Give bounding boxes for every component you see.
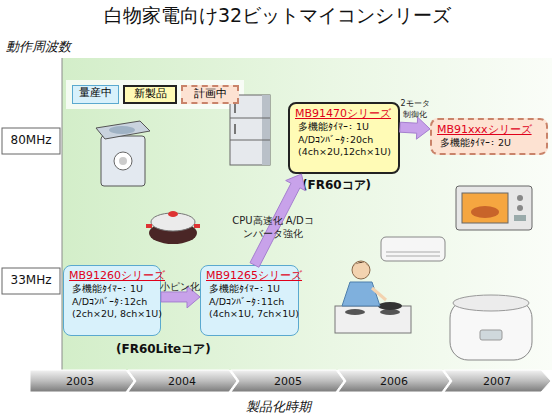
stove-burner [345, 309, 365, 315]
legend-swatch: 計画中 [181, 85, 239, 104]
series-name: MB91260シリーズ [69, 269, 155, 283]
woman-head [352, 261, 370, 279]
legend-backdrop [66, 80, 244, 109]
timeline-segment [338, 370, 450, 392]
cooker-display [480, 330, 502, 340]
ac-vent [386, 252, 440, 253]
axis-title: 製品化時期 [228, 398, 328, 416]
series-box: MB91470シリーズ多機能ﾀｲﾏｰ： 1UA/Dｺﾝﾊﾞｰﾀ：20ch(4ch… [288, 102, 400, 174]
oven-panel [514, 215, 526, 221]
washing-machine [96, 121, 150, 186]
cooker-lid [453, 295, 529, 311]
stove [335, 306, 411, 333]
refrigerator [230, 95, 270, 165]
axis-title: 動作周波数 [6, 38, 71, 56]
legend-text: 量産中 [79, 86, 112, 99]
spec-line: (4ch×2U,12ch×1U) [295, 146, 393, 159]
machine-dial [114, 152, 132, 170]
frequency-tick: 80MHz [2, 133, 60, 147]
woman-hair [352, 262, 370, 268]
legend-text: 新製品 [134, 87, 167, 100]
pot-handle [146, 224, 152, 228]
woman-arm [372, 288, 386, 300]
axis-tick-box [2, 128, 60, 154]
edge-label: CPU高速化 A/Dコンバータ強化 [230, 214, 316, 240]
core-label: (FR60コア) [302, 177, 371, 194]
timeline-segment [444, 370, 551, 392]
machine-dial [119, 157, 127, 165]
pot-knob [168, 211, 178, 217]
cooking-pot [146, 211, 200, 244]
series-name: MB91470シリーズ [295, 107, 393, 121]
cooking-woman [335, 261, 411, 333]
oven-button [517, 195, 523, 201]
background-panel [62, 58, 552, 370]
year-label: 2007 [472, 375, 522, 388]
series-name: MB91xxxシリーズ [437, 123, 541, 137]
progress-arrow [400, 117, 430, 139]
core-label: (FR60Liteコア) [116, 341, 211, 358]
legend-swatch: 新製品 [123, 85, 177, 104]
timeline-segment [231, 370, 344, 392]
microwave-oven [456, 186, 532, 230]
axis-tick-box [2, 268, 60, 294]
machine-body [101, 136, 145, 186]
woman-body [342, 282, 380, 306]
fridge-body [230, 95, 270, 165]
edge-label: 2モータ 制御化 [398, 98, 432, 120]
series-box: MB91xxxシリーズ多機能ﾀｲﾏｰ： 2U [430, 118, 548, 155]
ac-body [381, 237, 445, 261]
fridge-door-line [230, 140, 270, 141]
pot-handle [194, 224, 200, 228]
year-label: 2004 [157, 375, 207, 388]
frequency-tick: 33MHz [2, 273, 60, 287]
series-name: MB91265シリーズ [206, 269, 293, 283]
spec-line: A/Dｺﾝﾊﾞｰﾀ：20ch [295, 134, 393, 147]
spec-line: A/Dｺﾝﾊﾞｰﾀ：11ch [206, 296, 293, 309]
spec-line: 多機能ﾀｲﾏｰ： 2U [437, 137, 541, 150]
edge-label: 小ピン化 [158, 280, 202, 293]
oven-food [471, 206, 499, 218]
oven-button [517, 205, 523, 211]
legend-text: 計画中 [194, 87, 227, 100]
timeline-band [30, 370, 551, 392]
oven-window [462, 193, 508, 223]
spec-line: 多機能ﾀｲﾏｰ： 1U [295, 121, 393, 134]
fridge-door-line [230, 118, 270, 119]
spec-line: (2ch×2U, 8ch×1U) [69, 308, 155, 321]
legend-swatch: 量産中 [72, 85, 119, 104]
year-label: 2005 [263, 375, 313, 388]
ac-vent [386, 256, 440, 257]
timeline-segment [128, 370, 237, 392]
fridge-side [262, 95, 270, 165]
machine-opening [109, 126, 135, 134]
spec-line: (4ch×1U, 7ch×1U) [206, 308, 293, 321]
spec-line: 多機能ﾀｲﾏｰ： 1U [206, 283, 293, 296]
frying-pan [378, 302, 402, 310]
rice-cooker [450, 295, 532, 360]
spec-line: 多機能ﾀｲﾏｰ： 1U [69, 283, 155, 296]
air-conditioner [381, 237, 445, 261]
diagram-title: 白物家電向け32ビットマイコンシリーズ [0, 3, 555, 29]
series-box: MB91265シリーズ多機能ﾀｲﾏｰ： 1UA/Dｺﾝﾊﾞｰﾀ：11ch(4ch… [200, 265, 299, 336]
timeline-segment [30, 370, 134, 392]
fridge-handle [234, 103, 236, 113]
oven-body [456, 186, 532, 230]
fridge-handle [234, 124, 236, 134]
year-label: 2006 [369, 375, 419, 388]
machine-lid [96, 121, 150, 139]
series-box: MB91260シリーズ多機能ﾀｲﾏｰ： 1UA/Dｺﾝﾊﾞｰﾀ：12ch(2ch… [63, 265, 161, 336]
spec-line: A/Dｺﾝﾊﾞｰﾀ：12ch [69, 296, 155, 309]
year-label: 2003 [55, 375, 105, 388]
